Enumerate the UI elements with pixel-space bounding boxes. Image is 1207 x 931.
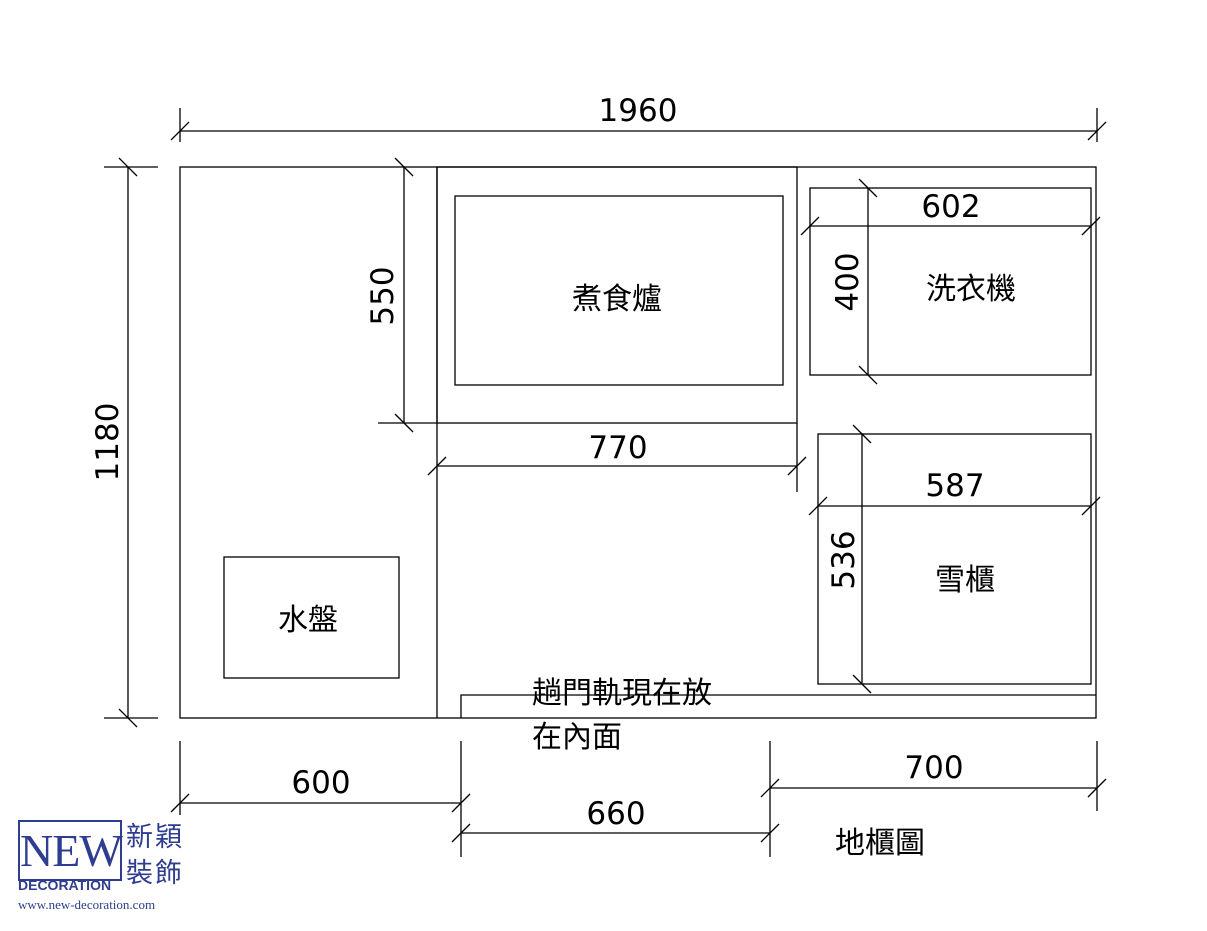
dim-700-label: 700 (904, 750, 963, 786)
dim-550-label: 550 (365, 266, 401, 325)
stove-label: 煮食爐 (572, 282, 662, 317)
drawing-title: 地櫃圖 (835, 826, 925, 861)
door-rail-note-2: 在內面 (532, 720, 622, 755)
sink-label: 水盤 (278, 603, 338, 638)
logo-chinese-line2: 裝飾 (126, 858, 184, 889)
sink-box (223, 556, 400, 679)
dim-600-label: 600 (291, 765, 350, 801)
dim-602-label: 602 (921, 189, 980, 225)
stove-box (454, 195, 784, 386)
new-decoration-logo: NEW DECORATION 新穎 裝飾 www.new-decoration.… (18, 820, 198, 915)
dim-660-label: 660 (586, 796, 645, 832)
dim-1960-label: 1960 (599, 93, 678, 129)
logo-chinese: 新穎 裝飾 (126, 820, 194, 892)
fridge-box (817, 433, 1092, 685)
dim-536-label: 536 (826, 530, 862, 589)
dim-587-label: 587 (925, 468, 984, 504)
logo-url: www.new-decoration.com (18, 897, 156, 912)
dim-1180-label: 1180 (90, 403, 126, 482)
logo-mark: NEW (18, 820, 123, 881)
washer-box (809, 187, 1092, 376)
fridge-label: 雪櫃 (935, 563, 995, 598)
door-rail-note-1: 趟門軌現在放 (532, 676, 712, 711)
door-rail-line (460, 694, 1096, 718)
logo-chinese-line1: 新穎 (126, 822, 184, 853)
dim-770-label: 770 (588, 430, 647, 466)
dim-400-label: 400 (830, 252, 866, 311)
stove-bay (436, 166, 798, 424)
logo-subtitle: DECORATION (18, 877, 112, 893)
washer-label: 洗衣機 (926, 272, 1016, 307)
